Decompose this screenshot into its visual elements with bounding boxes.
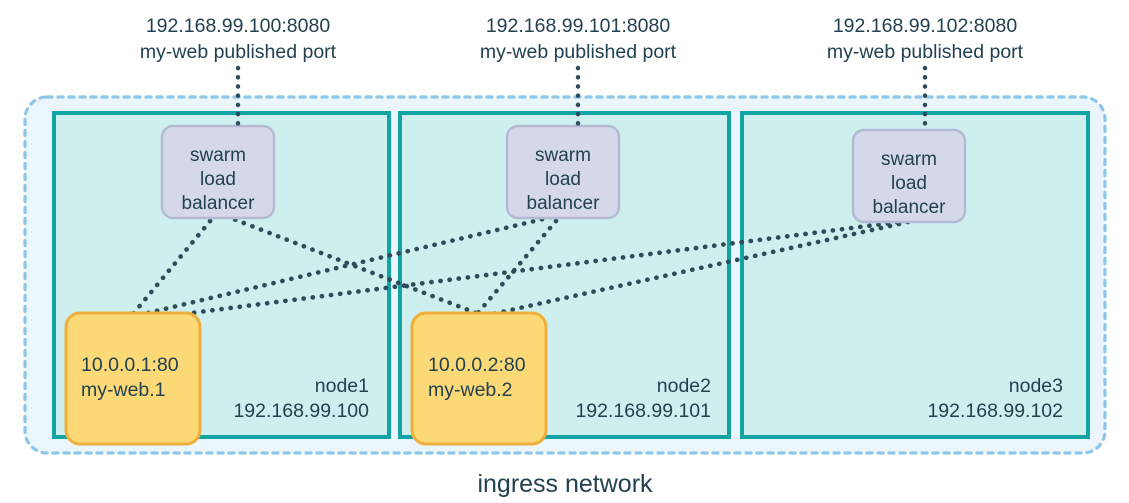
node-ip-node2: 192.168.99.101 [575, 400, 711, 422]
routing-mesh-connectors [130, 210, 911, 323]
node-name-node3: node3 [1009, 375, 1063, 397]
connector-lb3-task1 [134, 218, 909, 323]
ingress-network-label: ingress network [477, 470, 653, 498]
swarm-load-balancer-node3[interactable]: swarm load balancer [851, 128, 967, 224]
swarm-load-balancer-node1[interactable]: swarm load balancer [160, 124, 276, 220]
task-container-my-web-2[interactable]: 10.0.0.2:80 my-web.2 [410, 311, 548, 446]
connector-lb3-task2 [476, 219, 911, 320]
lb-box-node3[interactable] [851, 128, 967, 224]
published-port-description-3: my-web published port [827, 41, 1024, 63]
task-address-my-web-2: 10.0.0.2:80 [428, 354, 526, 376]
published-port-address-1: 192.168.99.100:8080 [146, 15, 331, 37]
task-name-my-web-1: my-web.1 [81, 379, 166, 401]
node-group-node1: node1 192.168.99.100 [52, 111, 391, 439]
lb-label-line1-node1: swarm [190, 145, 246, 166]
lb-label-line1-node3: swarm [881, 149, 937, 170]
lb-box-node2[interactable] [505, 124, 621, 220]
connector-lb1-task2 [215, 210, 479, 316]
task-name-my-web-2: my-web.2 [428, 379, 513, 401]
published-port-callout-3: 192.168.99.102:8080 my-web published por… [827, 15, 1024, 133]
task-box-my-web-1[interactable] [64, 311, 202, 446]
task-address-my-web-1: 10.0.0.1:80 [81, 354, 179, 376]
node-group-node3: node3 192.168.99.102 [740, 111, 1090, 439]
lb-box-node1[interactable] [160, 124, 276, 220]
published-port-callout-1: 192.168.99.100:8080 my-web published por… [140, 15, 337, 129]
published-port-address-2: 192.168.99.101:8080 [486, 15, 671, 37]
node-ip-node1: 192.168.99.100 [233, 400, 369, 422]
published-port-description-1: my-web published port [140, 41, 337, 63]
node-name-node2: node2 [657, 375, 711, 397]
swarm-load-balancer-node2[interactable]: swarm load balancer [505, 124, 621, 220]
connector-lb2-task1 [132, 212, 563, 319]
node-name-node1: node1 [315, 375, 369, 397]
lb-label-line3-node2: balancer [527, 193, 601, 214]
lb-label-line3-node3: balancer [873, 197, 947, 218]
published-port-description-2: my-web published port [480, 41, 677, 63]
task-box-my-web-2[interactable] [410, 311, 548, 446]
lb-label-line2-node1: load [200, 169, 236, 190]
lb-label-line2-node3: load [891, 173, 927, 194]
lb-label-line1-node2: swarm [535, 145, 591, 166]
node-ip-node3: 192.168.99.102 [927, 400, 1063, 422]
published-port-address-3: 192.168.99.102:8080 [833, 15, 1018, 37]
lb-label-line3-node1: balancer [182, 193, 256, 214]
task-container-my-web-1[interactable]: 10.0.0.1:80 my-web.1 [64, 311, 202, 446]
lb-label-line2-node2: load [545, 169, 581, 190]
connector-lb2-task2 [474, 211, 565, 317]
connector-lb1-task1 [130, 211, 219, 317]
published-port-callout-2: 192.168.99.101:8080 my-web published por… [480, 15, 677, 129]
